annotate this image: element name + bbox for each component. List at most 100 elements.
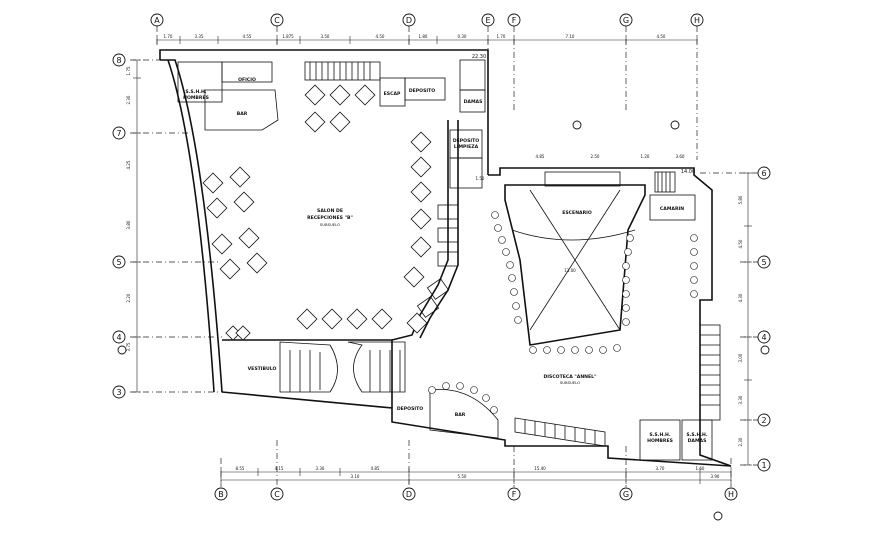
label-deposito-limpieza-2: LIMPIEZA <box>454 144 479 150</box>
grid-col-g-bottom: G <box>623 490 629 499</box>
grid-col-b-bottom: B <box>218 490 224 499</box>
grid-bubbles-right: 6 5 4 2 1 <box>757 166 771 472</box>
grid-row-2-right: 2 <box>761 416 766 425</box>
stairs <box>279 61 721 447</box>
label-oficio: OFICIO <box>238 77 256 83</box>
label-bar-bottom: BAR <box>455 412 466 418</box>
label-ss-hh-damas-2: S.S.H.H. <box>686 432 708 438</box>
dim-misc-5: 2.50 <box>591 154 600 159</box>
misc-dimensions: 14.00 13.00 4.85 2.50 1.20 3.60 1.50 1.6… <box>476 154 705 471</box>
dim-misc-total: 22.30 <box>472 54 486 60</box>
dim-top-10: 7.10 <box>566 34 575 39</box>
label-deposito-top: DEPOSITO <box>409 88 435 94</box>
booths <box>416 204 459 318</box>
dim-bottom-9: 3.90 <box>711 474 720 479</box>
label-deposito-limpieza: DEPOSITO <box>453 138 479 144</box>
disco-seating <box>428 211 698 414</box>
label-escenario: ESCENARIO <box>562 210 592 216</box>
dim-bottom-6: 15.40 <box>534 466 546 471</box>
grid-col-e-top: E <box>485 16 490 25</box>
dim-bottom-2: 4.15 <box>275 466 284 471</box>
label-vestibulo: VESTIBULO <box>248 366 277 372</box>
grid-col-f-top: F <box>512 16 517 25</box>
dim-misc-8: 1.50 <box>476 176 485 181</box>
grid-row-5-left: 5 <box>116 258 121 267</box>
dim-top-9: 1.70 <box>497 34 506 39</box>
label-discoteca: DISCOTECA "ANNEL" <box>543 374 596 380</box>
grid-row-1-right: 1 <box>761 461 766 470</box>
label-discoteca-area: SUBSUELO <box>560 380 580 385</box>
grid-row-4-left: 4 <box>116 333 121 342</box>
dim-misc-9: 1.60 <box>696 466 705 471</box>
grid-col-d-top: D <box>406 16 412 25</box>
section-markers <box>117 120 770 521</box>
grid-bubbles-top: A C D E F G H <box>150 13 704 27</box>
dim-right-1: 5.80 <box>738 195 743 204</box>
dim-top-1: 1.70 <box>164 34 173 39</box>
room-labels: SALON DE RECEPCIONES "B" SUBSUELO OFICIO… <box>183 77 708 444</box>
bottom-dimension-chain: 8.55 4.15 3.30 4.85 3.10 15.40 5.50 3.70… <box>220 466 732 484</box>
dim-left-4: 3.80 <box>126 220 131 229</box>
label-bar-top: BAR <box>237 111 248 117</box>
grid-row-4-right: 4 <box>761 333 766 342</box>
dim-bottom-4: 4.85 <box>371 466 380 471</box>
table-group-left <box>202 166 268 280</box>
table-group-right <box>403 131 432 288</box>
dim-bottom-1: 8.55 <box>236 466 245 471</box>
grid-col-a-top: A <box>154 16 160 25</box>
dim-top-3: 4.55 <box>243 34 252 39</box>
label-ss-hh-hombres-2: HOMBRES <box>647 438 673 444</box>
dim-right-6: 2.30 <box>738 437 743 446</box>
grid-bubbles-bottom: B C D F G H <box>214 487 738 501</box>
outer-walls <box>159 49 732 467</box>
label-escape: ESCAP <box>384 91 401 97</box>
grid-col-h-bottom: H <box>728 490 734 499</box>
dim-misc-4: 4.85 <box>536 154 545 159</box>
dim-misc-2: 14.00 <box>681 169 695 175</box>
dim-right-4: 3.00 <box>738 353 743 362</box>
vestibulo-diamonds <box>225 325 251 341</box>
dim-bottom-7: 5.50 <box>458 474 467 479</box>
dim-misc-6: 1.20 <box>641 154 650 159</box>
dim-left-5: 2.20 <box>126 293 131 302</box>
label-ss-hh-top: S.S.H.H. <box>185 89 207 95</box>
label-salon-2: RECEPCIONES "B" <box>307 215 353 221</box>
grid-row-5-right: 5 <box>761 258 766 267</box>
label-salon: SALON DE <box>317 208 343 214</box>
grid-col-c-top: C <box>274 16 280 25</box>
grid-row-7-left: 7 <box>116 129 121 138</box>
section-marker-icon <box>760 345 770 355</box>
dim-right-3: 4.30 <box>738 293 743 302</box>
dim-misc-3: 13.00 <box>564 268 576 273</box>
grid-col-f-bottom: F <box>512 490 517 499</box>
dim-top-2: 3.35 <box>195 34 204 39</box>
furniture-tables <box>202 84 459 341</box>
label-ss-hh-damas-3: DAMAS <box>688 438 707 444</box>
dim-top-6: 4.50 <box>376 34 385 39</box>
label-ss-hh-hombres: S.S.H.H. <box>649 432 671 438</box>
label-salon-area: SUBSUELO <box>320 222 340 227</box>
left-dimension-chain: 1.75 2.30 4.25 3.80 2.20 3.75 <box>126 59 141 393</box>
section-marker-icon <box>117 345 127 355</box>
label-camarin: CAMARIN <box>660 206 684 212</box>
dim-left-1: 1.75 <box>126 66 131 75</box>
dim-top-7: 1.80 <box>419 34 428 39</box>
dim-misc-7: 3.60 <box>676 154 685 159</box>
dim-left-2: 2.30 <box>126 95 131 104</box>
dim-left-6: 3.75 <box>126 342 131 351</box>
section-marker-icon <box>572 120 582 130</box>
table-group-bottom <box>296 308 428 334</box>
dim-bottom-8: 3.70 <box>656 466 665 471</box>
dim-bottom-3: 3.30 <box>316 466 325 471</box>
dim-bottom-5: 3.10 <box>351 474 360 479</box>
grid-col-d-bottom: D <box>406 490 412 499</box>
label-ss-hh-damas: DAMAS <box>464 99 483 105</box>
section-marker-icon <box>670 120 680 130</box>
section-marker-icon <box>713 511 723 521</box>
dim-top-11: 4.50 <box>657 34 666 39</box>
dim-left-3: 4.25 <box>126 160 131 169</box>
grid-bubbles-left: 8 7 5 4 3 <box>112 53 126 399</box>
dim-right-5: 3.30 <box>738 395 743 404</box>
dim-right-2: 4.50 <box>738 239 743 248</box>
